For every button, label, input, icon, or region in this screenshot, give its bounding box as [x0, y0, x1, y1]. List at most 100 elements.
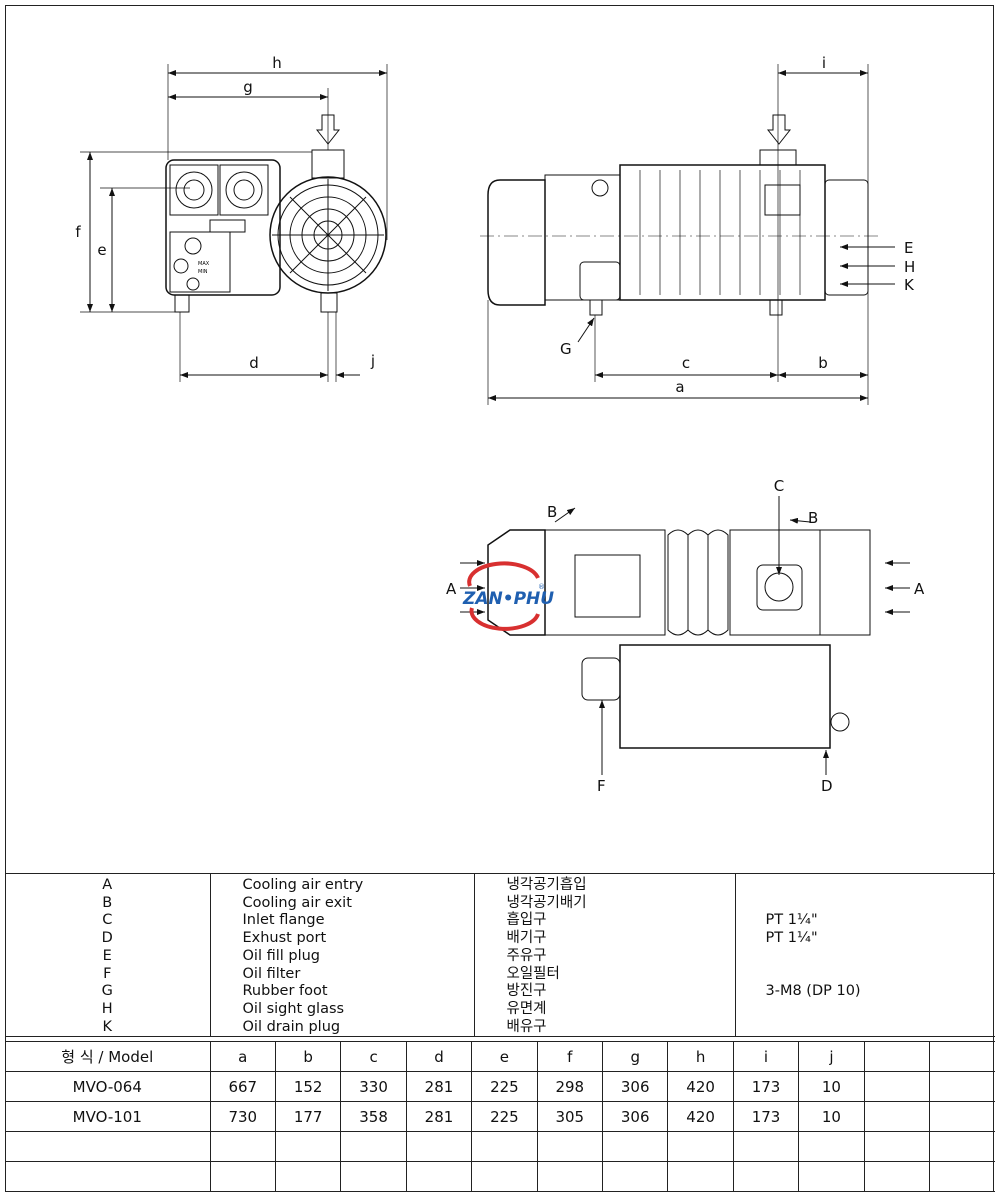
legend-letter: G — [101, 983, 113, 1000]
legend-english-item: Oil fill plug — [242, 947, 321, 964]
model-name-cell — [5, 1161, 211, 1192]
legend-spec-item: PT 1¼" — [765, 912, 818, 929]
column-header: d — [405, 1041, 473, 1072]
dimension-cell: 306 — [601, 1101, 669, 1132]
column-header: a — [209, 1041, 276, 1072]
legend-spec-item — [766, 948, 996, 966]
column-header: h — [667, 1041, 734, 1072]
legend-letter: E — [102, 947, 112, 964]
dimension-cell — [667, 1161, 734, 1192]
legend-english-item: Rubber foot — [242, 983, 328, 1000]
dimension-cell — [274, 1161, 342, 1192]
legend-spec-item — [766, 895, 996, 913]
dimension-cell: 173 — [732, 1071, 800, 1102]
column-header: e — [471, 1041, 538, 1072]
dimension-cell: 420 — [667, 1071, 734, 1102]
legend-spec-item: 3-M8 (DP 10) — [765, 983, 861, 1000]
legend-spec-item — [766, 1001, 996, 1019]
dimension-cell: 225 — [471, 1101, 538, 1132]
dim-i-label: i — [822, 54, 826, 72]
column-header — [863, 1041, 931, 1072]
legend-letter: H — [101, 1000, 113, 1017]
dimension-cell — [863, 1161, 931, 1192]
model-name-cell: MVO-064 — [5, 1071, 211, 1102]
dimension-cell — [405, 1161, 473, 1192]
dimension-cell: 298 — [536, 1071, 604, 1102]
legend-english-item: Exhust port — [242, 930, 327, 947]
legend-korean-item: 유면계 — [506, 1000, 547, 1017]
logo-text: ZAN•PHU — [462, 589, 554, 609]
logo-registered-mark: ® — [538, 583, 545, 591]
dimension-cell — [209, 1161, 276, 1192]
legend-letter: B — [102, 894, 113, 911]
legend-spec-item — [766, 965, 996, 983]
column-header: j — [798, 1041, 865, 1072]
legend-specs: PT 1¼"PT 1¼" 3-M8 (DP 10) — [734, 873, 996, 1037]
dimension-cell: 10 — [798, 1071, 865, 1102]
dim-e-label: e — [97, 241, 106, 259]
legend-letter: K — [102, 1018, 112, 1035]
column-header: f — [536, 1041, 604, 1072]
column-header: g — [601, 1041, 669, 1072]
label-D: D — [821, 777, 833, 795]
dimension-cell — [929, 1101, 995, 1132]
legend-english-item: Oil filter — [242, 965, 301, 982]
dimension-cell: 306 — [601, 1071, 669, 1102]
dimension-cell — [209, 1131, 276, 1162]
column-header: i — [732, 1041, 800, 1072]
column-header: c — [340, 1041, 407, 1072]
dim-h-label: h — [272, 54, 282, 72]
dimension-cell — [405, 1131, 473, 1162]
dimension-cell — [929, 1161, 995, 1192]
legend-english-item: Cooling air entry — [242, 877, 364, 893]
legend-letter: D — [101, 930, 113, 947]
legend-letter: C — [102, 912, 113, 929]
dimension-cell — [863, 1131, 931, 1162]
label-A-right: A — [914, 580, 925, 598]
table-row — [5, 1131, 995, 1162]
legend-letter: A — [102, 877, 113, 893]
legend-english-item: Cooling air exit — [242, 894, 352, 911]
label-C: C — [774, 477, 784, 495]
dim-d-label: d — [249, 354, 259, 372]
dimension-cell: 420 — [667, 1101, 734, 1132]
dimension-cell — [471, 1161, 538, 1192]
dimension-cell — [601, 1131, 669, 1162]
dim-c-label: c — [682, 354, 690, 372]
label-B-right: B — [808, 509, 818, 527]
dimension-cell — [863, 1071, 931, 1102]
legend-spec-item — [766, 877, 996, 895]
oil-max-mark: MAX — [198, 261, 210, 267]
column-header — [929, 1041, 995, 1072]
dim-a-label: a — [675, 378, 684, 396]
label-G: G — [560, 340, 572, 358]
legend-korean-item: 배유구 — [506, 1018, 547, 1035]
dimension-cell — [471, 1131, 538, 1162]
dimension-cell — [798, 1131, 865, 1162]
legend-spec-item: PT 1¼" — [765, 930, 818, 947]
dim-j-label: j — [370, 352, 375, 370]
label-E: E — [904, 239, 913, 257]
column-header: b — [274, 1041, 342, 1072]
technical-drawing: h g f e d j MAX MIN i E H K G c b a C B … — [75, 54, 925, 795]
model-name-cell — [5, 1131, 211, 1162]
side-view — [480, 64, 895, 405]
dimension-cell — [601, 1161, 669, 1192]
legend-english-item: Inlet flange — [242, 912, 325, 929]
dimension-cell: 730 — [209, 1101, 276, 1132]
legend-korean-item: 냉각공기배기 — [506, 894, 587, 911]
legend-english-item: Oil sight glass — [242, 1000, 345, 1017]
dimension-cell — [340, 1161, 407, 1192]
legend-korean-item: 주유구 — [506, 947, 547, 964]
dim-g-label: g — [243, 78, 253, 96]
dimension-cell: 173 — [732, 1101, 800, 1132]
dimension-cell: 281 — [405, 1101, 473, 1132]
label-F: F — [597, 777, 606, 795]
label-K: K — [904, 276, 915, 294]
dimension-cell — [667, 1131, 734, 1162]
label-A-left: A — [446, 580, 457, 598]
zanphu-logo: ZAN•PHU ® — [462, 561, 554, 631]
